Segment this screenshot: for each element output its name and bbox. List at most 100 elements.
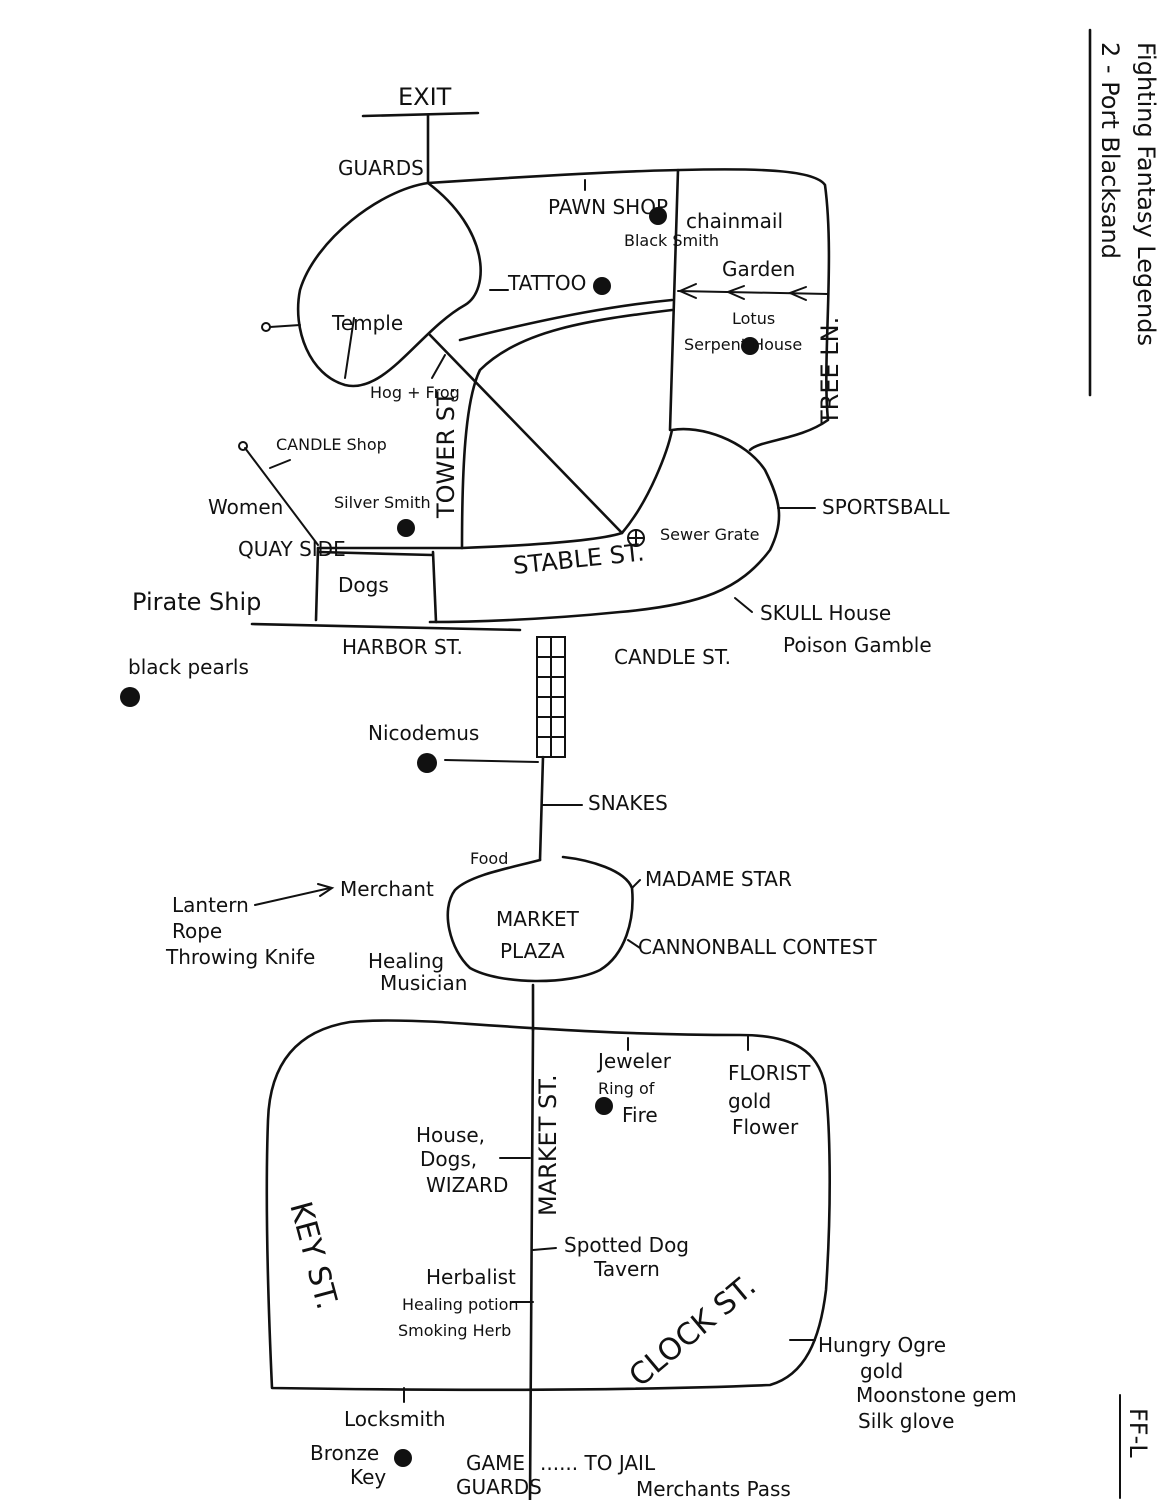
nicodemus-road (444, 759, 539, 763)
market-st-road (528, 1028, 535, 1500)
mid-road (458, 298, 674, 342)
clock-st-label: CLOCK ST. (623, 1269, 763, 1395)
merchant-arrowhead (317, 883, 335, 897)
harbor-st-road (250, 622, 522, 632)
blacksmith-dot (649, 207, 667, 225)
house-label-3: WIZARD (426, 1173, 508, 1197)
merchant-label: Merchant (340, 877, 434, 901)
blacksmith-label: Black Smith (624, 231, 719, 250)
north-east-road (426, 168, 831, 452)
hog-tick (431, 354, 446, 379)
silver-smith-label: Silver Smith (334, 493, 431, 512)
madame-star-label: MADAME STAR (645, 867, 792, 891)
tower-st-label: TOWER ST. (432, 387, 460, 519)
hog-frog-label: Hog + Frog (370, 383, 460, 402)
black-pearls-label: black pearls (128, 655, 249, 679)
candle-shop-road (244, 447, 319, 546)
healing-musician-label-1: Healing (368, 949, 444, 973)
exit-bar (361, 111, 480, 118)
game-guards-label-1: GAME (466, 1451, 525, 1475)
garden-arrow-line (677, 290, 829, 295)
stable-loop (316, 427, 781, 624)
bridge (536, 636, 566, 758)
chainmail-label: chainmail (686, 209, 783, 233)
ring-of-fire-label-1: Ring of (598, 1079, 655, 1098)
candle-shop-label: CANDLE Shop (276, 435, 387, 454)
market-plaza-label-1: MARKET (496, 907, 580, 931)
market-north-road (538, 755, 545, 862)
nicodemus-dot (417, 753, 437, 773)
house-label-2: Dogs, (420, 1147, 477, 1171)
florist-label: FLORIST (728, 1061, 811, 1085)
temple-spur (344, 317, 355, 379)
herbalist-label-1: Herbalist (426, 1265, 516, 1289)
tower-curve-road (460, 308, 674, 550)
lotus-label: Lotus (732, 309, 775, 328)
sewer-grate-label: Sewer Grate (660, 525, 760, 544)
candle-shop-marker (238, 441, 248, 451)
dogs-label: Dogs (338, 573, 389, 597)
market-plaza-label-2: PLAZA (500, 939, 565, 963)
women-label: Women (208, 495, 283, 519)
serpent-dot (741, 337, 759, 355)
black-pearls-dot (120, 687, 140, 707)
garden-arrow-3 (787, 286, 807, 301)
hungry-ogre-label-3: Moonstone gem (856, 1383, 1017, 1407)
merchants-pass-label: Merchants Pass (636, 1477, 791, 1500)
garden-label: Garden (722, 257, 795, 281)
throwing-knife-label: Throwing Knife (165, 945, 315, 969)
inner-vertical-road (668, 168, 680, 432)
tattoo-label: TATTOO (507, 271, 586, 295)
hungry-ogre-label-1: Hungry Ogre (818, 1333, 946, 1357)
ring-of-fire-label-2: Fire (622, 1103, 658, 1127)
temple-label: Temple (331, 311, 403, 335)
spotted-dog-label-1: Spotted Dog (564, 1233, 689, 1257)
food-label: Food (470, 849, 508, 868)
temple-loop (296, 181, 482, 388)
market-st-label: MARKET ST. (534, 1074, 562, 1216)
game-guards-label-2: GUARDS (456, 1475, 542, 1499)
gold-flower-label-2: Flower (732, 1115, 799, 1139)
quay-inner-road (316, 550, 434, 557)
hungry-ogre-label-2: gold (860, 1359, 903, 1383)
quay-label-1: QUAY SIDE (238, 537, 346, 561)
cannonball-label: CANNONBALL CONTEST (638, 935, 878, 959)
bronze-key-dot (394, 1449, 412, 1467)
hungry-ogre-label-4: Silk glove (858, 1409, 954, 1433)
corner-tag: FF-L (1124, 1408, 1152, 1458)
tattoo-dot (593, 277, 611, 295)
gold-flower-label-1: gold (728, 1089, 771, 1113)
jeweler-dot (595, 1097, 613, 1115)
bronze-key-label-1: Bronze (310, 1441, 379, 1465)
lantern-label: Lantern (172, 893, 249, 917)
spotted-dog-label-2: Tavern (593, 1257, 660, 1281)
candle-st-label: CANDLE ST. (614, 645, 731, 669)
jeweler-label: Jeweler (596, 1049, 672, 1073)
guards-label: GUARDS (338, 156, 424, 180)
to-jail-label: ...... TO JAIL (540, 1451, 656, 1475)
tree-ln-label: TREE LN. (816, 317, 844, 426)
snakes-label: SNAKES (588, 791, 668, 815)
bronze-key-label-2: Key (350, 1465, 386, 1489)
nicodemus-label: Nicodemus (368, 721, 479, 745)
exit-label: EXIT (398, 83, 452, 111)
skull-house-label: SKULL House (760, 601, 891, 625)
title-line2: 2 - Port Blacksand (1096, 42, 1124, 259)
silver-smith-dot (397, 519, 415, 537)
poison-gamble-label: Poison Gamble (783, 633, 932, 657)
temple-west-road (269, 324, 301, 328)
diagonal-road (428, 333, 624, 535)
dogs-east-road (431, 550, 438, 624)
key-st-label: KEY ST. (282, 1198, 344, 1313)
candle-shop-tick (269, 459, 291, 469)
temple-west-marker (261, 322, 271, 332)
quay-west-road (314, 546, 320, 622)
pirate-ship-label: Pirate Ship (132, 588, 261, 616)
title-line1: Fighting Fantasy Legends (1132, 42, 1159, 346)
herbalist-label-2: Healing potion (402, 1295, 519, 1314)
garden-arrow-1 (677, 283, 697, 299)
herbalist-label-3: Smoking Herb (398, 1321, 511, 1340)
madame-tick (631, 879, 641, 889)
healing-musician-label-2: Musician (380, 971, 467, 995)
sportsball-label: SPORTSBALL (822, 495, 950, 519)
